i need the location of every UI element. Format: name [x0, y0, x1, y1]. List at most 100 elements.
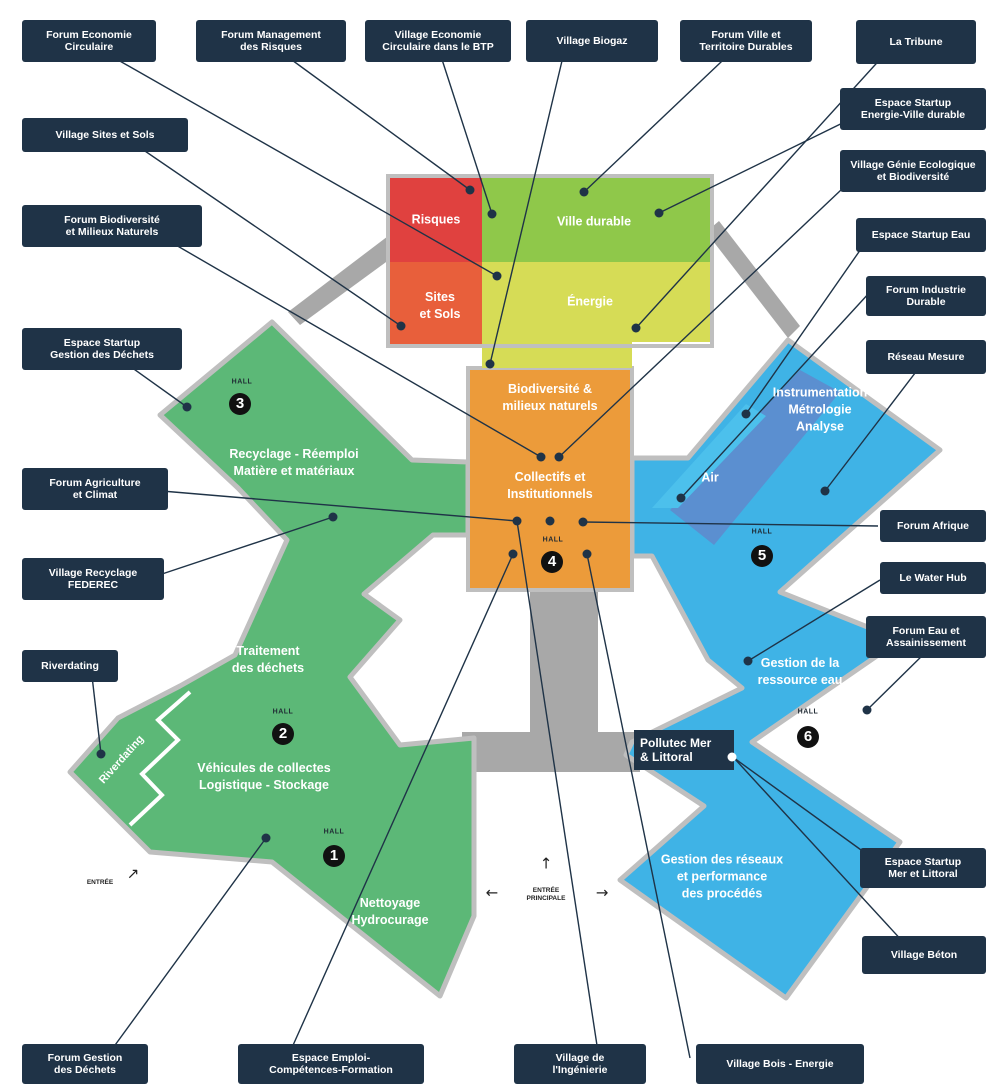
line-forum-economie [89, 43, 498, 277]
label-espace-startup-energie[interactable]: Espace Startup Energie-Ville durable [840, 88, 986, 130]
corridor-south [462, 588, 640, 772]
label-riverdating[interactable]: Riverdating [22, 650, 118, 682]
marker-forum-industrie[interactable] [676, 493, 686, 503]
line-pollutec-startup-mer [733, 757, 869, 856]
marker-espace-emploi[interactable] [508, 549, 518, 559]
riverdating-zigzag [128, 690, 192, 827]
marker-forum-biodiversite[interactable] [536, 452, 546, 462]
marker-forum-ville[interactable] [579, 187, 589, 197]
entree-label: ENTRÉE [86, 879, 114, 886]
marker-water-hub[interactable] [743, 656, 753, 666]
line-forum-afrique [582, 521, 879, 527]
hall-4-word: HALL [542, 536, 564, 544]
hall-2-word: HALL [272, 708, 294, 716]
zone-vehicules: Véhicules de collectes Logistique - Stoc… [197, 761, 331, 792]
line-village-genie [558, 171, 861, 458]
zone-recyclage: Recyclage - Réemploi Matière et matériau… [229, 447, 359, 478]
marker-forum-economie[interactable] [492, 271, 502, 281]
label-forum-industrie-durable[interactable]: Forum Industrie Durable [866, 276, 986, 316]
marker-riverdating[interactable] [96, 749, 106, 759]
marker-village-sites-sols[interactable] [396, 321, 406, 331]
line-village-beton [733, 757, 917, 957]
line-reseau-mesure [824, 359, 926, 492]
hall-1-word: HALL [323, 828, 345, 836]
corridors [288, 221, 800, 772]
label-espace-startup-dechets[interactable]: Espace Startup Gestion des Déchets [22, 328, 182, 370]
hall-6-word: HALL [797, 708, 819, 716]
connector-lines [89, 43, 931, 1059]
label-village-biogaz[interactable]: Village Biogaz [526, 20, 658, 62]
marker-forum-afrique[interactable] [578, 517, 588, 527]
block-sites-sols [390, 262, 482, 344]
marker-la-tribune[interactable] [631, 323, 641, 333]
arrow-up-icon: ↑ [539, 854, 553, 873]
zone-pollutec-mer[interactable]: Pollutec Mer & Littoral [640, 736, 712, 764]
zone-instrumentation: Instrumentation Métrologie Analyse [772, 385, 868, 434]
marker-forum-management[interactable] [465, 185, 475, 195]
marker-espace-startup-dechets[interactable] [182, 402, 192, 412]
line-riverdating [91, 675, 102, 755]
blocks-outline [386, 174, 714, 348]
label-forum-eau-assainissement[interactable]: Forum Eau et Assainissement [866, 616, 986, 658]
zone-risques: Risques [411, 212, 461, 227]
label-village-economie-btp[interactable]: Village Economie Circulaire dans le BTP [365, 20, 511, 62]
label-forum-afrique[interactable]: Forum Afrique [880, 510, 986, 542]
marker-collectifs-center[interactable] [545, 516, 555, 526]
line-forum-agriculture [149, 489, 518, 522]
marker-forum-eau[interactable] [862, 705, 872, 715]
line-espace-startup-eau [745, 235, 871, 415]
label-forum-biodiversite[interactable]: Forum Biodiversité et Milieux Naturels [22, 205, 202, 247]
line-espace-emploi [289, 553, 514, 1053]
label-forum-agriculture[interactable]: Forum Agriculture et Climat [22, 468, 168, 510]
marker-forum-agriculture[interactable] [512, 516, 522, 526]
hall-4-number: 4 [541, 551, 563, 573]
label-le-water-hub[interactable]: Le Water Hub [880, 562, 986, 594]
line-forum-industrie [680, 291, 871, 499]
label-forum-economie-circulaire[interactable]: Forum Economie Circulaire [22, 20, 156, 62]
label-village-beton[interactable]: Village Béton [862, 936, 986, 974]
label-village-recyclage[interactable]: Village Recyclage FEDEREC [22, 558, 164, 600]
label-village-sites-sols[interactable]: Village Sites et Sols [22, 118, 188, 152]
marker-village-bois[interactable] [582, 549, 592, 559]
zone-biodiversite: Biodiversité & milieux naturels [502, 382, 598, 413]
label-village-bois-energie[interactable]: Village Bois - Energie [696, 1044, 864, 1084]
zone-ville-durable: Ville durable [556, 214, 632, 229]
hall-3-word: HALL [231, 378, 253, 386]
label-village-genie-ecologique[interactable]: Village Génie Ecologique et Biodiversité [840, 150, 986, 192]
hall-5-number: 5 [751, 545, 773, 567]
label-espace-emploi[interactable]: Espace Emploi- Compétences-Formation [238, 1044, 424, 1084]
line-forum-management [269, 43, 471, 191]
marker-village-eco-btp[interactable] [487, 209, 497, 219]
zone-air: Air [701, 470, 719, 485]
label-espace-startup-mer[interactable]: Espace Startup Mer et Littoral [860, 848, 986, 888]
hall-2-number: 2 [272, 723, 294, 745]
label-la-tribune[interactable]: La Tribune [856, 20, 976, 64]
line-forum-eau [866, 647, 931, 711]
line-forum-gestion [109, 837, 267, 1053]
label-village-ingenierie[interactable]: Village de l'Ingénierie [514, 1044, 646, 1084]
label-espace-startup-eau[interactable]: Espace Startup Eau [856, 218, 986, 252]
marker-espace-startup-energie[interactable] [654, 208, 664, 218]
label-forum-gestion-dechets[interactable]: Forum Gestion des Déchets [22, 1044, 148, 1084]
entree-principale-label: ENTRÉE PRINCIPALE [526, 887, 566, 902]
line-village-eco-btp [436, 43, 493, 215]
label-forum-ville-territoire[interactable]: Forum Ville et Territoire Durables [680, 20, 812, 62]
marker-village-recyclage[interactable] [328, 512, 338, 522]
marker-reseau-mesure[interactable] [820, 486, 830, 496]
line-village-biogaz [489, 43, 567, 365]
marker-forum-gestion[interactable] [261, 833, 271, 843]
label-reseau-mesure[interactable]: Réseau Mesure [866, 340, 986, 374]
line-village-sites-sols [119, 133, 402, 327]
marker-espace-startup-eau[interactable] [741, 409, 751, 419]
marker-village-biogaz[interactable] [485, 359, 495, 369]
marker-pollutec-mer[interactable] [727, 752, 737, 762]
hall-5-word: HALL [751, 528, 773, 536]
label-forum-management-risques[interactable]: Forum Management des Risques [196, 20, 346, 62]
zone-traitement: Traitement des déchets [231, 644, 305, 675]
hall-3-number: 3 [229, 393, 251, 415]
marker-village-genie[interactable] [554, 452, 564, 462]
zone-gestion-ressource: Gestion de la ressource eau [757, 656, 843, 687]
line-village-ingenierie [516, 520, 599, 1053]
zone-collectifs: Collectifs et Institutionnels [507, 470, 593, 501]
